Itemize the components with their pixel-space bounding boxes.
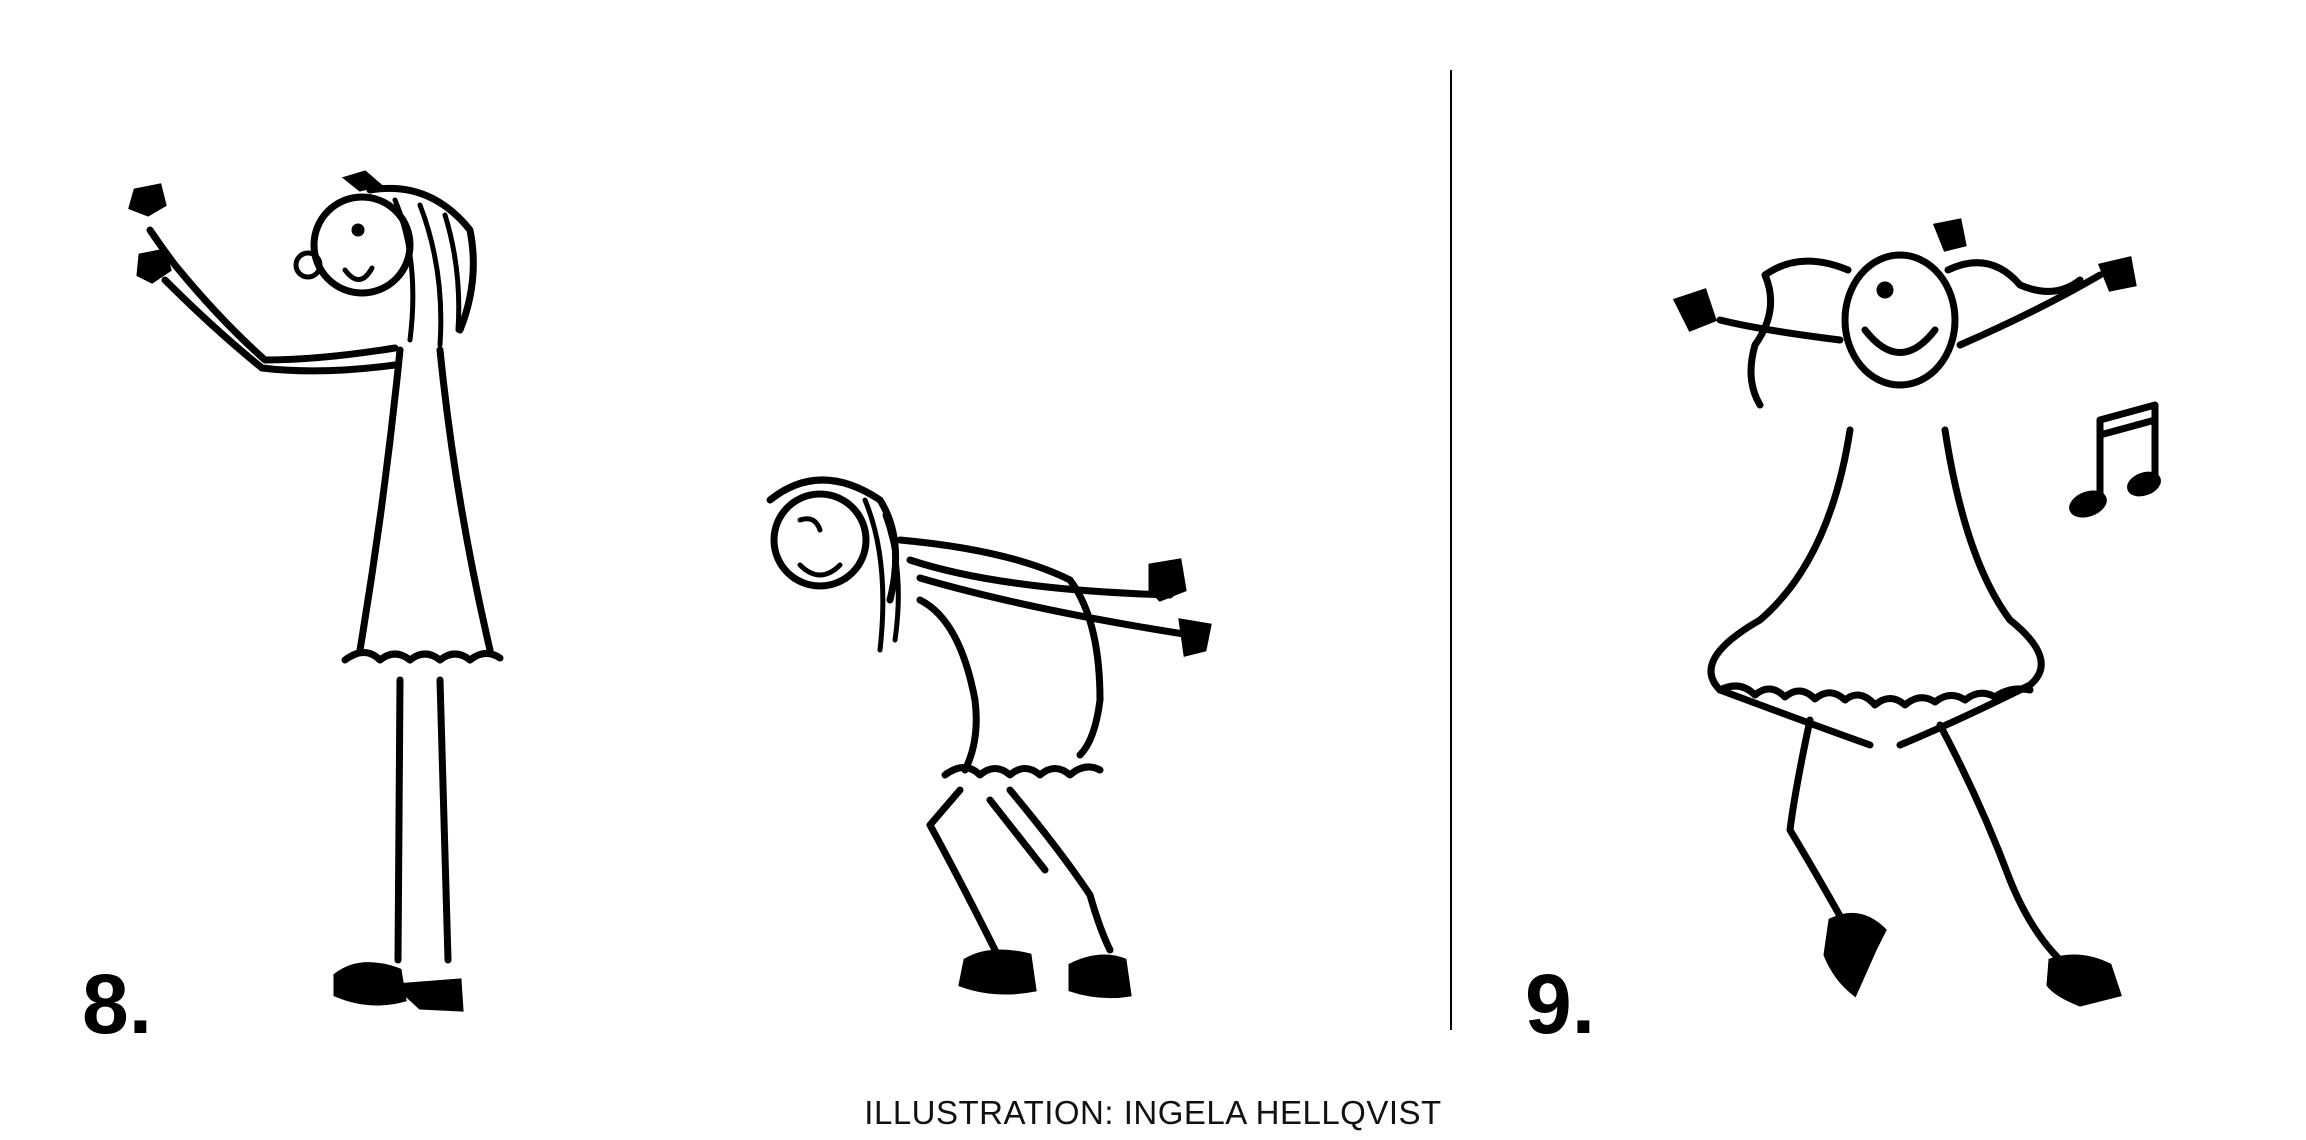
panel-number-8: 8.: [82, 957, 153, 1051]
panel-number-9: 9.: [1525, 957, 1596, 1051]
panel-divider: [1450, 70, 1452, 1030]
illustration-credit: ILLUSTRATION: INGELA HELLQVIST: [864, 1094, 1442, 1131]
music-note-icon: [2069, 401, 2161, 518]
